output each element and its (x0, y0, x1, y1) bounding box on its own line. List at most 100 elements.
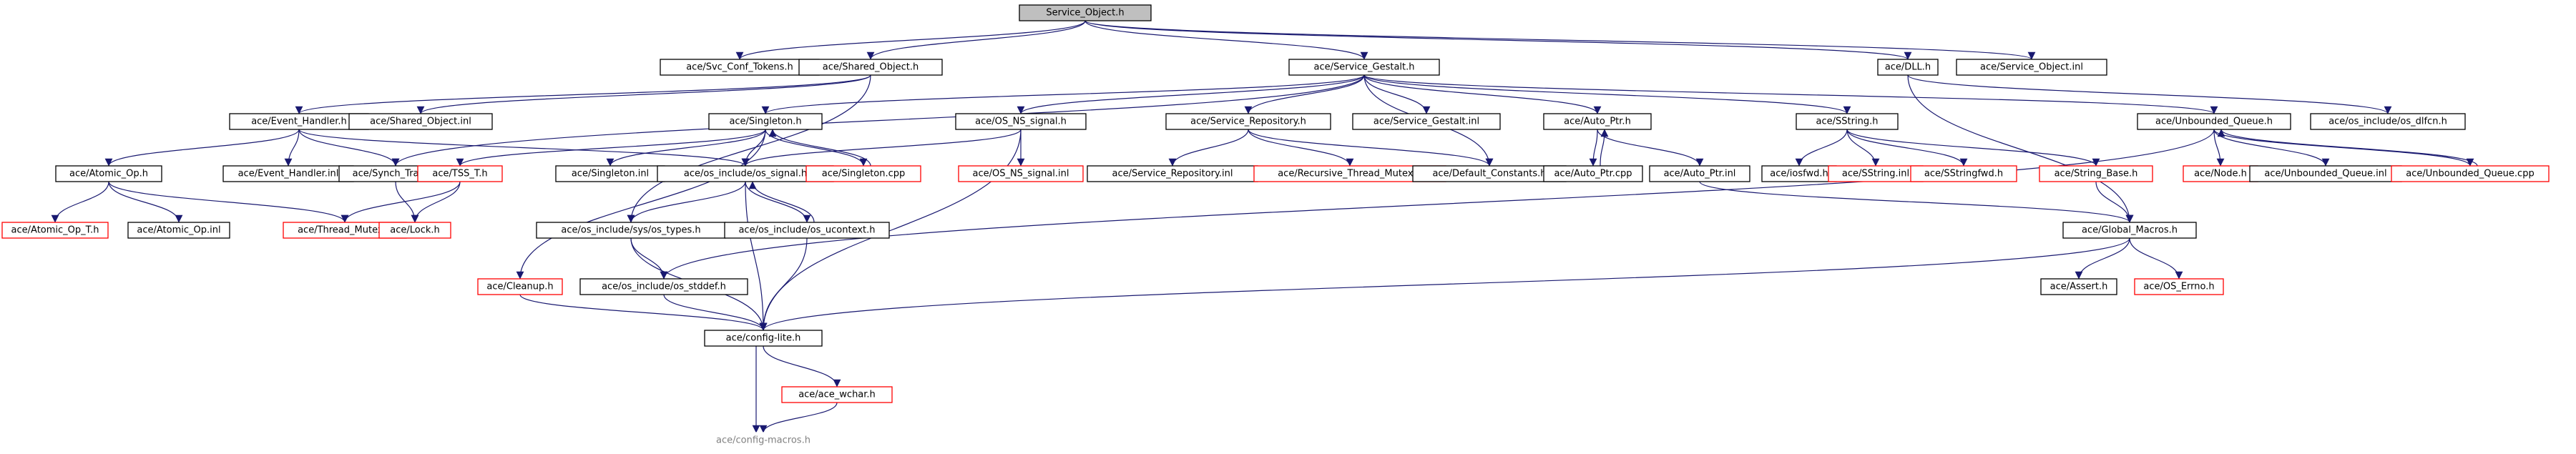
graph-node-n26[interactable]: ace/Default_Constants.h (1412, 165, 1567, 182)
edge-n14-n33 (2213, 129, 2225, 167)
node-label: ace/Assert.h (2050, 282, 2108, 292)
graph-node-n29[interactable]: ace/iosfwd.h (1761, 165, 1837, 182)
graph-node-n35[interactable]: ace/Unbounded_Queue.cpp (2391, 165, 2550, 182)
edge-n0-n3 (1084, 20, 1368, 60)
edge-n3-n10 (1244, 74, 1365, 114)
graph-node-n48[interactable]: ace/ace_wchar.h (781, 386, 893, 403)
node-label: ace/Unbounded_Queue.cpp (2406, 169, 2534, 179)
graph-node-n24[interactable]: ace/Service_Repository.inl (1087, 165, 1258, 182)
node-label: ace/Auto_Ptr.inl (1664, 169, 1736, 179)
graph-node-n11[interactable]: ace/Service_Gestalt.inl (1352, 113, 1501, 130)
edge-n2-n6 (295, 74, 871, 114)
graph-node-n0: Service_Object.h (1019, 4, 1152, 21)
edge-n0-n5 (1084, 20, 2035, 60)
graph-node-n6[interactable]: ace/Event_Handler.h (229, 113, 369, 130)
edge-n0-n2 (866, 20, 1086, 60)
edge-n28-n42 (1699, 181, 2134, 223)
node-label: ace/os_include/os_ucontext.h (738, 225, 875, 236)
node-label: ace/os_include/os_signal.h (684, 169, 807, 179)
edge-n44-n47 (663, 294, 768, 331)
graph-node-n47[interactable]: ace/config-lite.h (704, 330, 823, 347)
graph-node-n37[interactable]: ace/Atomic_Op.inl (127, 222, 230, 239)
graph-node-n30[interactable]: ace/SString.inl (1828, 165, 1924, 182)
edge-n16-n36 (51, 181, 109, 223)
graph-node-n4[interactable]: ace/DLL.h (1877, 59, 1939, 76)
node-label: ace/iosfwd.h (1770, 169, 1828, 179)
graph-node-n20[interactable]: ace/Singleton.inl (555, 165, 665, 182)
graph-node-n25[interactable]: ace/Recursive_Thread_Mutex.h (1253, 165, 1446, 182)
node-label: ace/Service_Object.inl (1980, 62, 2083, 73)
node-label: ace/config-macros.h (716, 435, 810, 446)
edge-n3-n11 (1363, 74, 1431, 114)
node-label: ace/Thread_Mutex.h (298, 225, 392, 236)
graph-node-n7[interactable]: ace/Shared_Object.inl (348, 113, 493, 130)
graph-node-n12[interactable]: ace/Auto_Ptr.h (1543, 113, 1652, 130)
graph-node-n40[interactable]: ace/os_include/sys/os_types.h (536, 222, 726, 239)
edge-n22-n8 (768, 129, 871, 167)
edge-n3-n13 (1363, 74, 1851, 114)
graph-node-n19[interactable]: ace/TSS_T.h (417, 165, 503, 182)
node-box (579, 278, 748, 295)
graph-node-n33[interactable]: ace/Node.h (2183, 165, 2258, 182)
graph-node-n23[interactable]: ace/OS_NS_signal.inl (958, 165, 1084, 182)
graph-node-n31[interactable]: ace/SStringfwd.h (1910, 165, 2017, 182)
graph-node-n42[interactable]: ace/Global_Macros.h (2062, 222, 2197, 239)
node-label: ace/os_include/os_dlfcn.h (2328, 117, 2447, 127)
edge-n6-n21 (298, 129, 750, 167)
graph-node-n32[interactable]: ace/String_Base.h (2039, 165, 2153, 182)
node-label: ace/SString.inl (1842, 169, 1909, 179)
graph-node-n14[interactable]: ace/Unbounded_Queue.h (2137, 113, 2291, 130)
node-box (1910, 165, 2017, 182)
node-label: ace/OS_NS_signal.h (975, 117, 1067, 127)
graph-node-n17[interactable]: ace/Event_Handler.inl (222, 165, 354, 182)
node-label: ace/Cleanup.h (486, 282, 553, 292)
graph-node-n43[interactable]: ace/Cleanup.h (477, 278, 563, 295)
node-box (2137, 113, 2291, 130)
edge-n13-n30 (1846, 129, 1880, 167)
graph-node-n1[interactable]: ace/Svc_Conf_Tokens.h (660, 59, 820, 76)
node-label: ace/Singleton.h (729, 117, 801, 127)
graph-node-n10[interactable]: ace/Service_Repository.h (1165, 113, 1331, 130)
node-label: ace/Shared_Object.inl (370, 117, 471, 127)
node-label: ace/config-lite.h (726, 333, 801, 344)
graph-node-n39[interactable]: ace/Lock.h (378, 222, 451, 239)
graph-node-n5[interactable]: ace/Service_Object.inl (1956, 59, 2107, 76)
node-box (1019, 4, 1152, 21)
graph-node-n2[interactable]: ace/Shared_Object.h (798, 59, 943, 76)
node-box (798, 59, 943, 76)
node-label: ace/Service_Gestalt.h (1313, 62, 1414, 73)
node-box (477, 278, 563, 295)
node-box (1, 222, 109, 239)
node-box (707, 432, 820, 449)
graph-node-n9[interactable]: ace/OS_NS_signal.h (955, 113, 1087, 130)
node-label: ace/String_Base.h (2055, 169, 2138, 179)
edge-n19-n39 (411, 181, 461, 223)
graph-node-n27[interactable]: ace/Auto_Ptr.cpp (1543, 165, 1643, 182)
graph-node-n45[interactable]: ace/Assert.h (2040, 278, 2117, 295)
node-box (127, 222, 230, 239)
graph-node-n13[interactable]: ace/SString.h (1796, 113, 1899, 130)
graph-node-n41[interactable]: ace/os_include/os_ucontext.h (724, 222, 890, 239)
graph-node-n38[interactable]: ace/Thread_Mutex.h (283, 222, 407, 239)
edge-n41-n47 (759, 237, 808, 331)
node-label: ace/Singleton.inl (572, 169, 649, 179)
node-box (2062, 222, 2197, 239)
graph-node-n34[interactable]: ace/Unbounded_Queue.inl (2249, 165, 2402, 182)
graph-node-n36[interactable]: ace/Atomic_Op_T.h (1, 222, 109, 239)
node-label: ace/Synch_Traits.h (353, 169, 439, 179)
node-box (955, 113, 1087, 130)
node-box (1649, 165, 1750, 182)
node-box (55, 165, 162, 182)
graph-node-n3[interactable]: ace/Service_Gestalt.h (1288, 59, 1440, 76)
graph-node-n49[interactable]: ace/config-macros.h (707, 432, 820, 449)
graph-node-n16[interactable]: ace/Atomic_Op.h (55, 165, 162, 182)
graph-node-n8[interactable]: ace/Singleton.h (708, 113, 823, 130)
graph-node-n44[interactable]: ace/os_include/os_stddef.h (579, 278, 748, 295)
graph-node-n21[interactable]: ace/os_include/os_signal.h (657, 165, 834, 182)
graph-node-n28[interactable]: ace/Auto_Ptr.inl (1649, 165, 1750, 182)
graph-node-n46[interactable]: ace/OS_Errno.h (2134, 278, 2224, 295)
edge-n14-n44 (660, 129, 2215, 280)
graph-node-n22[interactable]: ace/Singleton.cpp (805, 165, 921, 182)
node-label: ace/Event_Handler.h (251, 117, 347, 127)
graph-node-n15[interactable]: ace/os_include/os_dlfcn.h (2310, 113, 2466, 130)
